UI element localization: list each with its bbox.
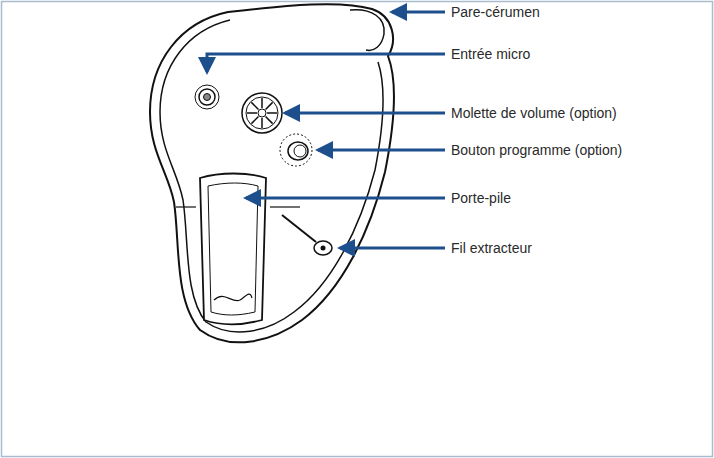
callout-arrows xyxy=(207,12,445,248)
microphone-ring xyxy=(195,85,219,109)
part-label: Entrée micro xyxy=(451,46,530,63)
extraction-wire xyxy=(282,215,332,255)
shell-rim xyxy=(160,20,383,332)
program-button xyxy=(280,134,312,166)
part-label: Porte-pile xyxy=(451,190,511,207)
part-label: Pare-cérumen xyxy=(451,4,540,21)
battery-door xyxy=(176,174,300,325)
part-label: Molette de volume (option) xyxy=(451,105,617,122)
microphone-hole xyxy=(204,94,211,101)
microphone-port xyxy=(199,89,215,105)
part-label: Fil extracteur xyxy=(451,240,532,257)
volume-wheel xyxy=(242,93,282,133)
part-label: Bouton programme (option) xyxy=(451,142,622,159)
wax-guard xyxy=(350,10,384,51)
